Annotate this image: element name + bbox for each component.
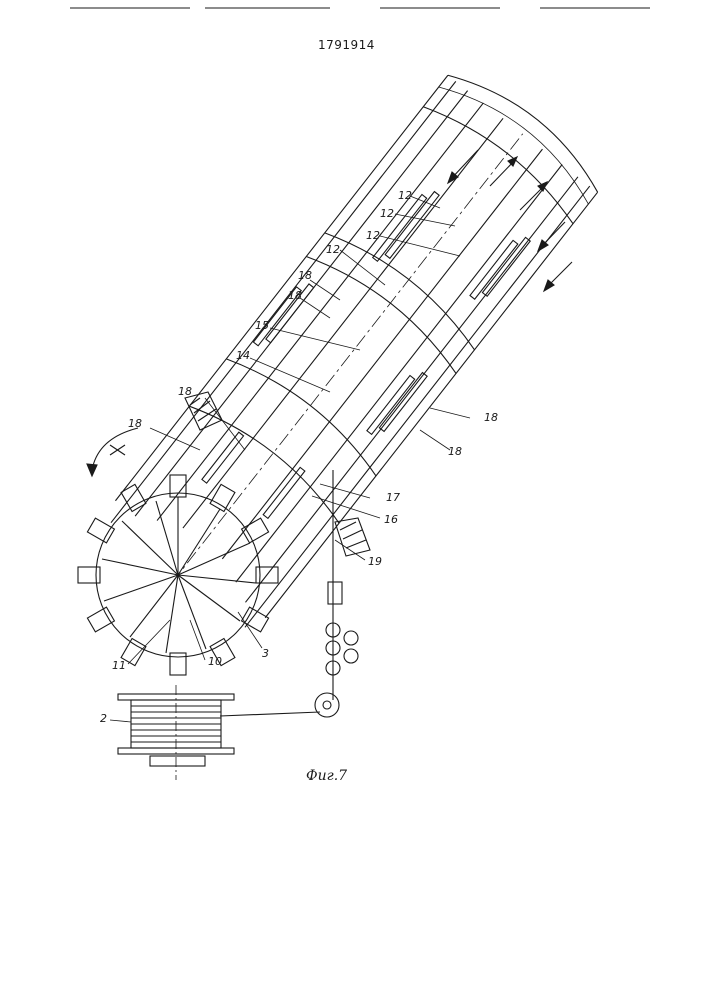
spool <box>118 685 234 780</box>
callout-10: 10 <box>208 656 222 667</box>
callout-12: 12 <box>398 190 412 201</box>
rotation-arrow <box>87 428 138 476</box>
leader-lines <box>110 196 470 722</box>
wire-feed-system <box>220 470 358 717</box>
callout-12: 12 <box>380 208 394 219</box>
support-hatched-lower <box>335 518 370 556</box>
callout-12: 12 <box>366 230 380 241</box>
callout-16: 16 <box>384 514 398 525</box>
callout-11: 11 <box>112 660 126 671</box>
callout-18: 18 <box>128 418 142 429</box>
callout-14: 14 <box>236 350 250 361</box>
callout-18: 18 <box>448 446 462 457</box>
callout-17: 17 <box>386 492 400 503</box>
callout-18: 18 <box>288 290 302 301</box>
callout-19: 19 <box>368 556 382 567</box>
figure-caption: Фиг.7 <box>306 768 347 784</box>
segment-spokes <box>102 497 256 653</box>
callout-18: 18 <box>178 386 192 397</box>
force-arrows <box>448 150 572 291</box>
callout-18: 18 <box>484 412 498 423</box>
radial-segments <box>78 475 278 675</box>
callout-18: 18 <box>298 270 312 281</box>
callout-15: 15 <box>255 320 269 331</box>
callout-3: 3 <box>262 648 269 659</box>
callout-12: 12 <box>326 244 340 255</box>
callout-2: 2 <box>100 713 107 724</box>
